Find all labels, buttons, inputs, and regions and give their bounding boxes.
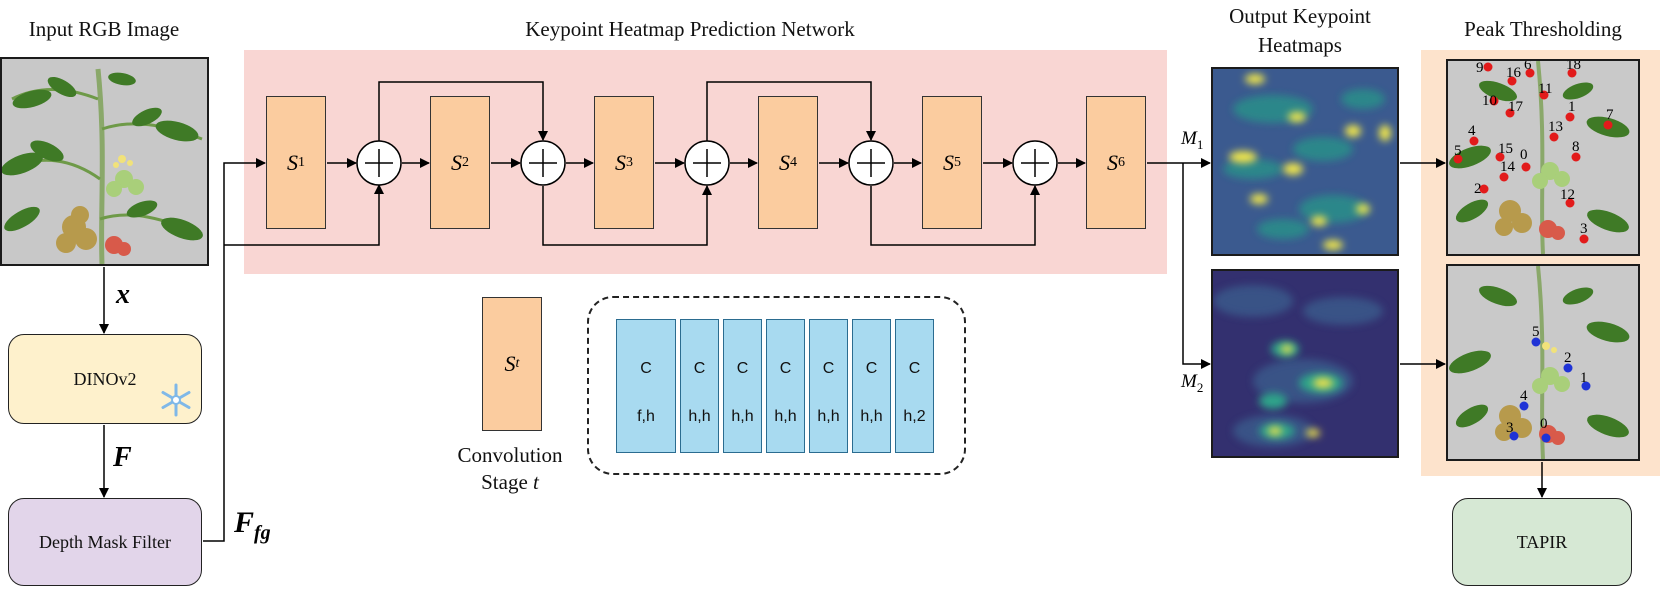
kp-top-label-3: 3	[1580, 221, 1588, 237]
kp-top-label-8: 8	[1572, 139, 1580, 155]
kp-top-dot-13	[1549, 132, 1559, 142]
kp-top-label-14: 14	[1500, 159, 1516, 175]
var-M1: M1	[1181, 128, 1204, 152]
kp-bottom-dot-4	[1519, 401, 1529, 411]
kp-top-label-5: 5	[1454, 143, 1462, 159]
kp-top-label-6: 6	[1524, 61, 1532, 73]
network-background	[244, 50, 1167, 274]
conv-stage-detail-group	[587, 296, 966, 475]
kp-top-dot-10	[1489, 96, 1499, 106]
heatmap-m1	[1211, 67, 1399, 256]
kp-top-label-10: 10	[1482, 93, 1497, 109]
var-Ffg: Ffg	[234, 506, 271, 544]
kp-bottom-label-0: 0	[1540, 416, 1548, 432]
legend-caption-line2: Stage t	[481, 470, 539, 494]
kp-bottom-label-1: 1	[1580, 370, 1588, 386]
kp-top-label-17: 17	[1508, 99, 1524, 115]
kp-top-label-18: 18	[1566, 61, 1581, 73]
heatmap-m2-image	[1213, 271, 1397, 456]
var-F: F	[113, 442, 132, 473]
kp-top-dot-9	[1483, 62, 1493, 72]
kp-top-dot-12	[1565, 198, 1575, 208]
depth-mask-filter-label: Depth Mask Filter	[39, 531, 171, 552]
plant-illustration	[2, 59, 207, 264]
kp-top-label-11: 11	[1538, 81, 1552, 97]
kp-top-label-16: 16	[1506, 65, 1522, 81]
kp-top-dot-1	[1565, 112, 1575, 122]
input-title: Input RGB Image	[28, 17, 180, 41]
dinov2-block: DINOv2	[8, 334, 202, 424]
kp-bottom-dot-2	[1563, 363, 1573, 373]
legend-caption-line1: Convolution	[457, 443, 563, 467]
heatmap-m1-image	[1213, 69, 1397, 254]
var-x: x	[116, 279, 130, 310]
kp-top-dot-18	[1567, 68, 1577, 78]
input-rgb-image	[0, 57, 209, 266]
kp-top-label-2: 2	[1474, 181, 1482, 197]
kp-top-dot-6	[1525, 68, 1535, 78]
kp-top-dot-5	[1453, 154, 1463, 164]
kp-top-dot-7	[1603, 120, 1613, 130]
kp-top-label-0: 0	[1520, 147, 1528, 163]
kp-top-dot-0	[1521, 162, 1531, 172]
kp-top-label-9: 9	[1476, 61, 1484, 76]
heatmap-m2	[1211, 269, 1399, 458]
kp-top-dot-4	[1469, 136, 1479, 146]
arrow-to-m2	[1182, 163, 1211, 369]
network-title: Keypoint Heatmap Prediction Network	[525, 17, 855, 41]
kp-top-label-13: 13	[1548, 119, 1563, 135]
var-M2: M2	[1181, 371, 1204, 395]
snowflake-icon	[161, 383, 191, 417]
kp-top-label-1: 1	[1568, 99, 1576, 115]
dinov2-label: DINOv2	[73, 368, 137, 389]
kp-top-label-7: 7	[1606, 107, 1614, 123]
peak-title: Peak Thresholding	[1464, 17, 1622, 41]
kp-top-dot-11	[1539, 90, 1549, 100]
tapir-block: TAPIR	[1452, 498, 1632, 586]
kp-top-dot-16	[1507, 76, 1517, 86]
tapir-label: TAPIR	[1516, 531, 1568, 552]
keypoints-bottom-overlay: 5 21 43 0	[1506, 324, 1591, 443]
kp-top-dot-8	[1571, 152, 1581, 162]
kp-bottom-dot-1	[1581, 381, 1591, 391]
heatmaps-title-line1: Output Keypoint	[1229, 4, 1371, 28]
kp-bottom-dot-3	[1509, 431, 1519, 441]
kp-bottom-dot-5	[1531, 337, 1541, 347]
kp-bottom-label-4: 4	[1520, 388, 1528, 404]
kp-top-dot-2	[1479, 184, 1489, 194]
kp-top-dot-17	[1505, 108, 1515, 118]
kp-top-label-15: 15	[1498, 141, 1513, 157]
depth-mask-filter-block: Depth Mask Filter	[8, 498, 202, 586]
kp-top-label-12: 12	[1560, 187, 1575, 203]
kp-bottom-dot-0	[1541, 433, 1551, 443]
heatmaps-title-line2: Heatmaps	[1258, 33, 1342, 57]
kp-top-dot-15	[1495, 152, 1505, 162]
kp-bottom-label-3: 3	[1506, 420, 1514, 436]
kp-bottom-label-2: 2	[1564, 350, 1572, 366]
kp-top-label-4: 4	[1468, 123, 1476, 139]
kp-top-dot-14	[1499, 172, 1509, 182]
kp-bottom-label-5: 5	[1532, 324, 1540, 340]
kp-top-dot-3	[1579, 234, 1589, 244]
